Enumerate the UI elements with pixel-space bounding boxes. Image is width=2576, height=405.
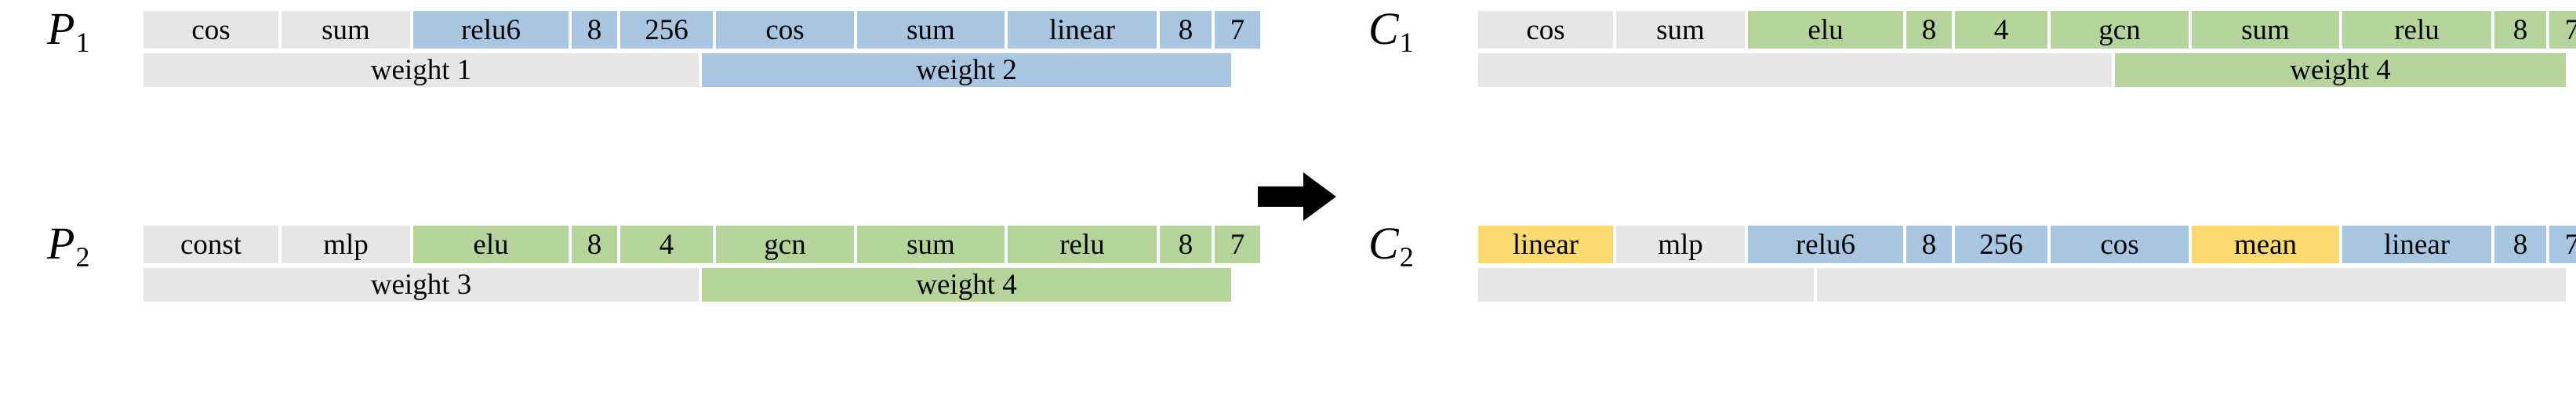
weight-row-c1: weight 4 [1478,53,2566,87]
gene-cell-mlp: mlp [282,226,410,263]
genome-label-c2-letter: C [1368,218,1399,269]
gene-cell-gcn: gcn [2051,11,2189,49]
gene-cell-256: 256 [620,11,713,49]
gene-cell-8: 8 [2494,226,2546,263]
gene-cell-linear: linear [1008,11,1157,49]
genome-label-p2-letter: P [47,218,75,269]
genome-label-p2-subscript: 2 [75,241,90,273]
weight-cell-weight-2: weight 2 [702,53,1231,87]
weight-cell-weight-4: weight 4 [2115,53,2566,87]
right-arrow-icon [1255,169,1341,224]
gene-cell-relu6: relu6 [413,11,569,49]
genome-label-p1-subscript: 1 [75,27,90,59]
gene-cell-8: 8 [572,226,617,263]
gene-cell-elu: elu [413,226,569,263]
gene-cell-sum: sum [1616,11,1745,49]
weight-cell-weight-4: weight 4 [702,268,1231,302]
gene-cell-cos: cos [144,11,278,49]
weight-cell-weight-1: weight 1 [144,53,699,87]
gene-cell-cos: cos [1478,11,1613,49]
gene-cell-7: 7 [1215,226,1260,263]
genome-label-c1: C1 [1368,6,1414,57]
gene-cell-8: 8 [572,11,617,49]
gene-cell-elu: elu [1748,11,1903,49]
gene-cell-8: 8 [1160,11,1212,49]
weight-cell-empty [1478,53,2112,87]
genome-label-p1: P1 [47,6,89,57]
gene-cell-8: 8 [1160,226,1212,263]
gene-cell-const: const [144,226,278,263]
gene-cell-7: 7 [1215,11,1260,49]
genome-label-p1-letter: P [47,3,75,54]
gene-cell-4: 4 [620,226,713,263]
gene-cell-mean: mean [2192,226,2339,263]
gene-cell-sum: sum [282,11,410,49]
gene-cell-4: 4 [1955,11,2047,49]
gene-cell-sum: sum [857,11,1005,49]
gene-cell-gcn: gcn [716,226,854,263]
genome-label-p2: P2 [47,221,89,272]
gene-cell-7: 7 [2549,11,2576,49]
gene-cell-8: 8 [1906,226,1952,263]
gene-cell-cos: cos [2051,226,2189,263]
gene-cell-relu: relu [2342,11,2491,49]
genome-label-c1-letter: C [1368,3,1399,54]
gene-cell-relu6: relu6 [1748,226,1903,263]
genome-label-c2-subscript: 2 [1399,241,1414,273]
weight-row-c2 [1478,268,2566,302]
gene-cell-7: 7 [2549,226,2576,263]
gene-cell-8: 8 [2494,11,2546,49]
gene-cell-256: 256 [1955,226,2047,263]
weight-cell-empty [1478,268,1814,302]
gene-cell-linear: linear [2342,226,2491,263]
gene-cell-sum: sum [857,226,1005,263]
weight-cell-empty [1817,268,2566,302]
gene-cell-mlp: mlp [1616,226,1745,263]
gene-cell-linear: linear [1478,226,1613,263]
gene-cell-cos: cos [716,11,854,49]
gene-cell-relu: relu [1008,226,1157,263]
gene-cell-sum: sum [2192,11,2339,49]
genome-label-c2: C2 [1368,221,1414,272]
weight-cell-weight-3: weight 3 [144,268,699,302]
gene-cell-8: 8 [1906,11,1952,49]
genome-label-c1-subscript: 1 [1399,27,1414,59]
